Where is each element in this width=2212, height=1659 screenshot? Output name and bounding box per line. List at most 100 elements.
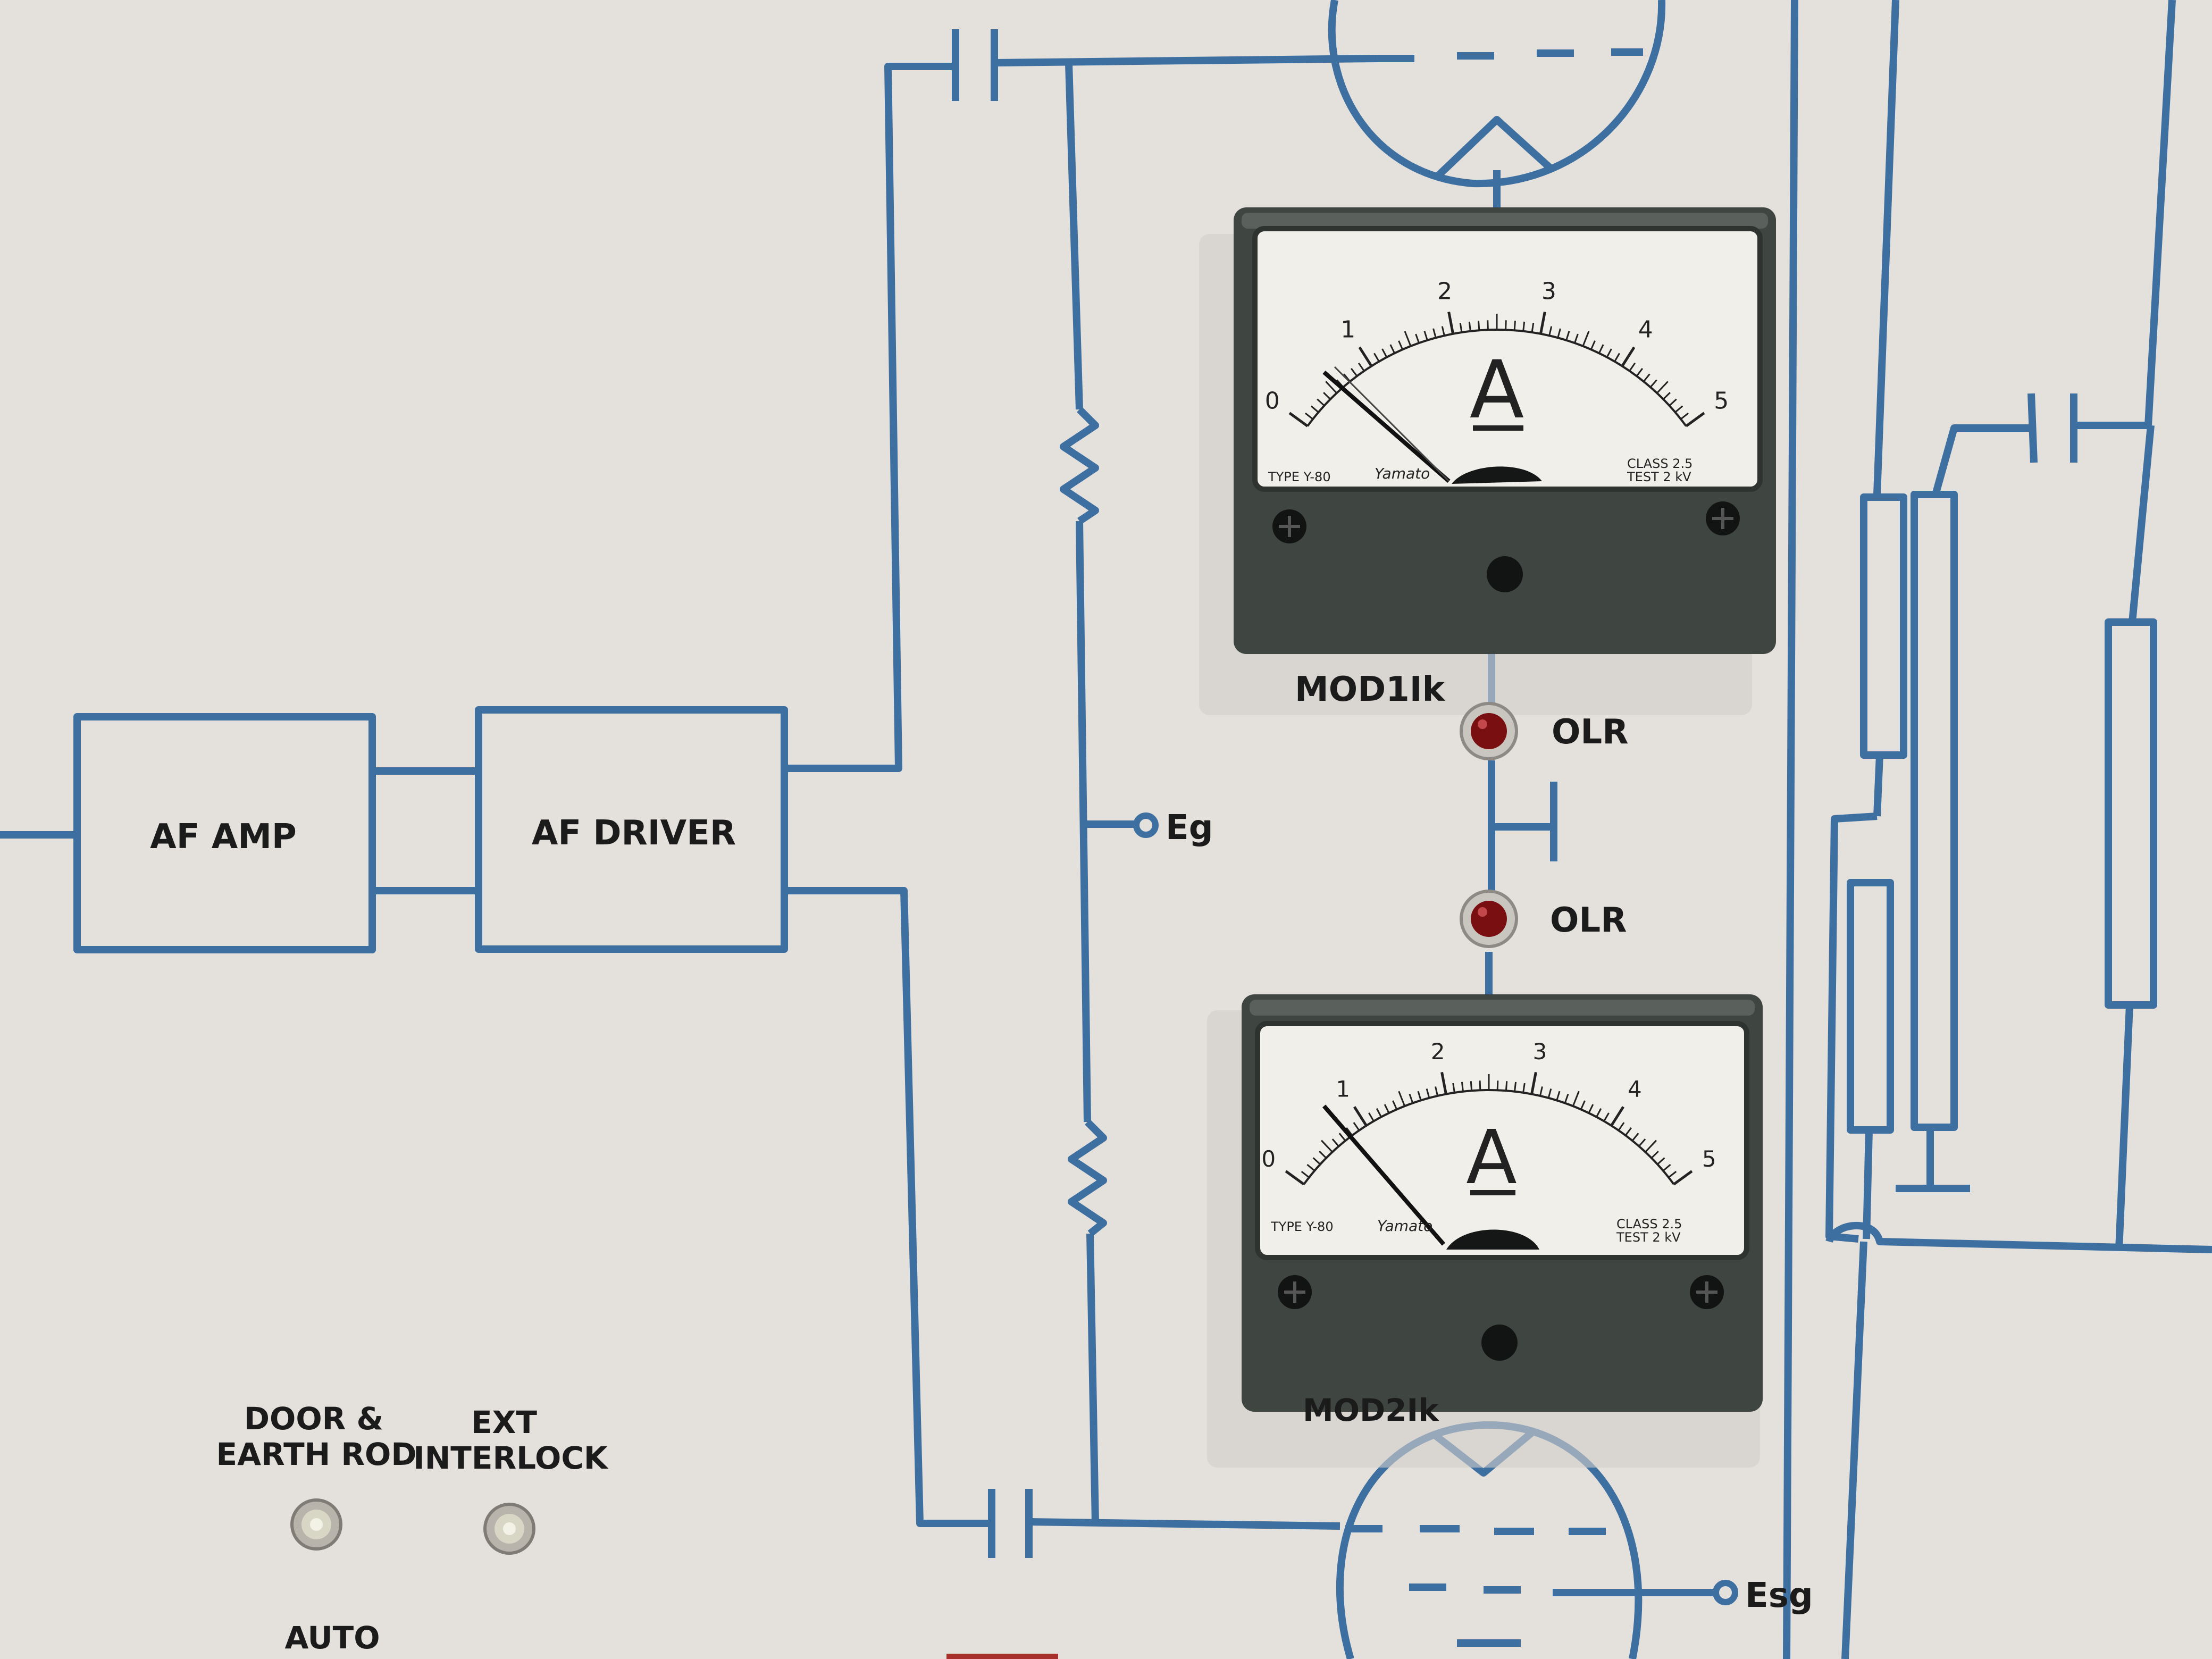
lower-meter-scale-tick <box>1319 1151 1327 1159</box>
ext-interlock-label-line2: INTERLOCK <box>413 1440 609 1476</box>
upper-meter-needle <box>1322 370 1451 483</box>
lower-meter-scale-tick <box>1564 1094 1569 1104</box>
resistor-r2 <box>1847 879 1894 1134</box>
upper-meter-scale-tick <box>1606 348 1612 358</box>
upper-meter-label: MOD1Ik <box>1295 670 1446 709</box>
upper-meter-scale-tick <box>1423 331 1428 341</box>
upper-meter-brand: Yamato <box>1375 465 1430 482</box>
lower-meter-scale-tick <box>1338 1133 1346 1142</box>
upper-meter-scale-number: 1 <box>1340 316 1355 343</box>
af-driver-label: AF DRIVER <box>532 814 736 853</box>
lower-meter-scale-tick <box>1514 1082 1517 1092</box>
upper-meter-scale-number: 3 <box>1541 278 1556 305</box>
lower-meter-scale-number: 5 <box>1702 1146 1716 1172</box>
door-earth-rod-label-line1: DOOR & <box>244 1401 383 1437</box>
lower-meter-scale-tick <box>1409 1094 1414 1104</box>
upper-meter-scale-tick <box>1325 381 1337 394</box>
lower-meter-scale-tick <box>1440 1071 1447 1095</box>
lower-meter-scale-tick <box>1572 1091 1580 1107</box>
lower-meter-label: MOD2Ik <box>1303 1392 1439 1428</box>
upper-meter-scale-tick <box>1358 362 1365 372</box>
resistor-r3 <box>1911 491 1958 1131</box>
lower-meter-scale-tick <box>1321 1139 1333 1153</box>
lower-meter-scale-tick <box>1522 1083 1526 1093</box>
lower-meter-scale-tick <box>1580 1100 1586 1110</box>
lower-meter-scale-number: 2 <box>1431 1038 1445 1065</box>
upper-meter-scale-number: 4 <box>1638 316 1653 343</box>
olr-upper-label: OLR <box>1552 713 1628 752</box>
lower-grid-resistor <box>1068 1119 1107 1237</box>
upper-meter-scale-tick <box>1310 405 1319 413</box>
lower-meter-scale-tick <box>1610 1106 1625 1127</box>
lower-meter-scale-tick <box>1588 1104 1594 1113</box>
upper-meter-scale-tick <box>1381 348 1388 358</box>
lower-meter-unit: A <box>1466 1115 1517 1201</box>
door-earth-rod-label-line2: EARTH ROD <box>216 1436 417 1472</box>
lower-meter-scale-tick <box>1539 1086 1543 1096</box>
lower-meter-scale-tick <box>1603 1112 1610 1122</box>
upper-meter-scale-tick <box>1358 346 1373 367</box>
lower-meter-scale-tick <box>1668 1171 1677 1178</box>
lower-meter-scale-tick <box>1376 1108 1382 1118</box>
upper-meter-scale-tick <box>1669 398 1677 406</box>
upper-meter-scale-tick <box>1629 362 1636 372</box>
upper-meter-type: TYPE Y-80 <box>1268 470 1331 484</box>
upper-meter-scale-tick <box>1441 326 1445 336</box>
lower-meter-scale-tick <box>1331 1138 1339 1147</box>
upper-meter-scale-tick <box>1415 333 1420 343</box>
upper-meter-class: CLASS 2.5 <box>1627 456 1692 471</box>
upper-meter-scale-number: 5 <box>1714 388 1729 415</box>
lower-meter-scale-number: 3 <box>1533 1038 1547 1065</box>
lower-meter-scale-tick <box>1596 1108 1602 1118</box>
lower-meter-scale-tick <box>1306 1163 1316 1171</box>
lower-meter-scale-tick <box>1353 1106 1368 1127</box>
upper-meter-scale-tick <box>1649 379 1657 388</box>
lower-meter-scale-tick <box>1618 1122 1625 1131</box>
lower-meter-brand: Yamato <box>1377 1217 1432 1235</box>
upper-meter-scale-tick <box>1548 326 1553 336</box>
upper-meter-scale-tick <box>1614 353 1620 362</box>
upper-meter-scale-tick <box>1398 340 1404 350</box>
upper-meter-scale-tick <box>1447 312 1455 334</box>
upper-meter-test: TEST 2 kV <box>1627 470 1691 484</box>
resistor-r1 <box>1860 493 1907 759</box>
lower-meter-scale-tick <box>1657 1157 1665 1165</box>
upper-meter-scale-number: 2 <box>1437 278 1452 305</box>
olr-lower-label: OLR <box>1550 901 1627 940</box>
lower-meter-scale-tick <box>1285 1170 1305 1186</box>
ext-interlock-lamp <box>483 1503 535 1555</box>
lower-meter-scale-tick <box>1398 1091 1406 1107</box>
lower-meter-scale-tick <box>1650 1151 1659 1159</box>
lower-meter-scale-tick <box>1530 1071 1537 1095</box>
lower-meter-scale-tick <box>1353 1122 1360 1131</box>
upper-meter-scale-tick <box>1598 344 1604 354</box>
ext-interlock-label-line1: EXT <box>471 1404 537 1440</box>
lower-meter-scale-tick <box>1624 1127 1632 1136</box>
lower-meter-scale-tick <box>1662 1163 1671 1171</box>
lower-meter-scale-tick <box>1417 1091 1422 1101</box>
lower-meter-scale-tick <box>1638 1138 1646 1147</box>
lower-meter-class: CLASS 2.5 <box>1616 1217 1682 1231</box>
bottom-red-strip <box>946 1654 1058 1659</box>
upper-meter-scale-tick <box>1643 373 1650 382</box>
upper-meter-scale-tick <box>1557 328 1561 338</box>
upper-meter-scale-tick <box>1574 333 1579 343</box>
auto-label: AUTO <box>284 1620 380 1656</box>
upper-meter-scale-tick <box>1317 398 1325 406</box>
upper-meter-scale-tick <box>1522 321 1526 331</box>
lower-meter-scale-tick <box>1496 1080 1499 1091</box>
lower-meter-scale-tick <box>1673 1170 1693 1186</box>
lower-meter-scale-tick <box>1426 1088 1430 1099</box>
lower-meter-scale-tick <box>1547 1088 1552 1099</box>
lower-meter-scale-tick <box>1645 1139 1657 1153</box>
upper-meter-scale-tick <box>1590 340 1596 350</box>
lower-meter-scale-tick <box>1345 1127 1353 1136</box>
lower-meter-scale-tick <box>1452 1083 1455 1093</box>
eg-label: Eg <box>1166 808 1213 848</box>
af-amp-block <box>73 713 376 953</box>
af-amp-label: AF AMP <box>150 817 297 857</box>
upper-grid-resistor <box>1060 407 1099 524</box>
